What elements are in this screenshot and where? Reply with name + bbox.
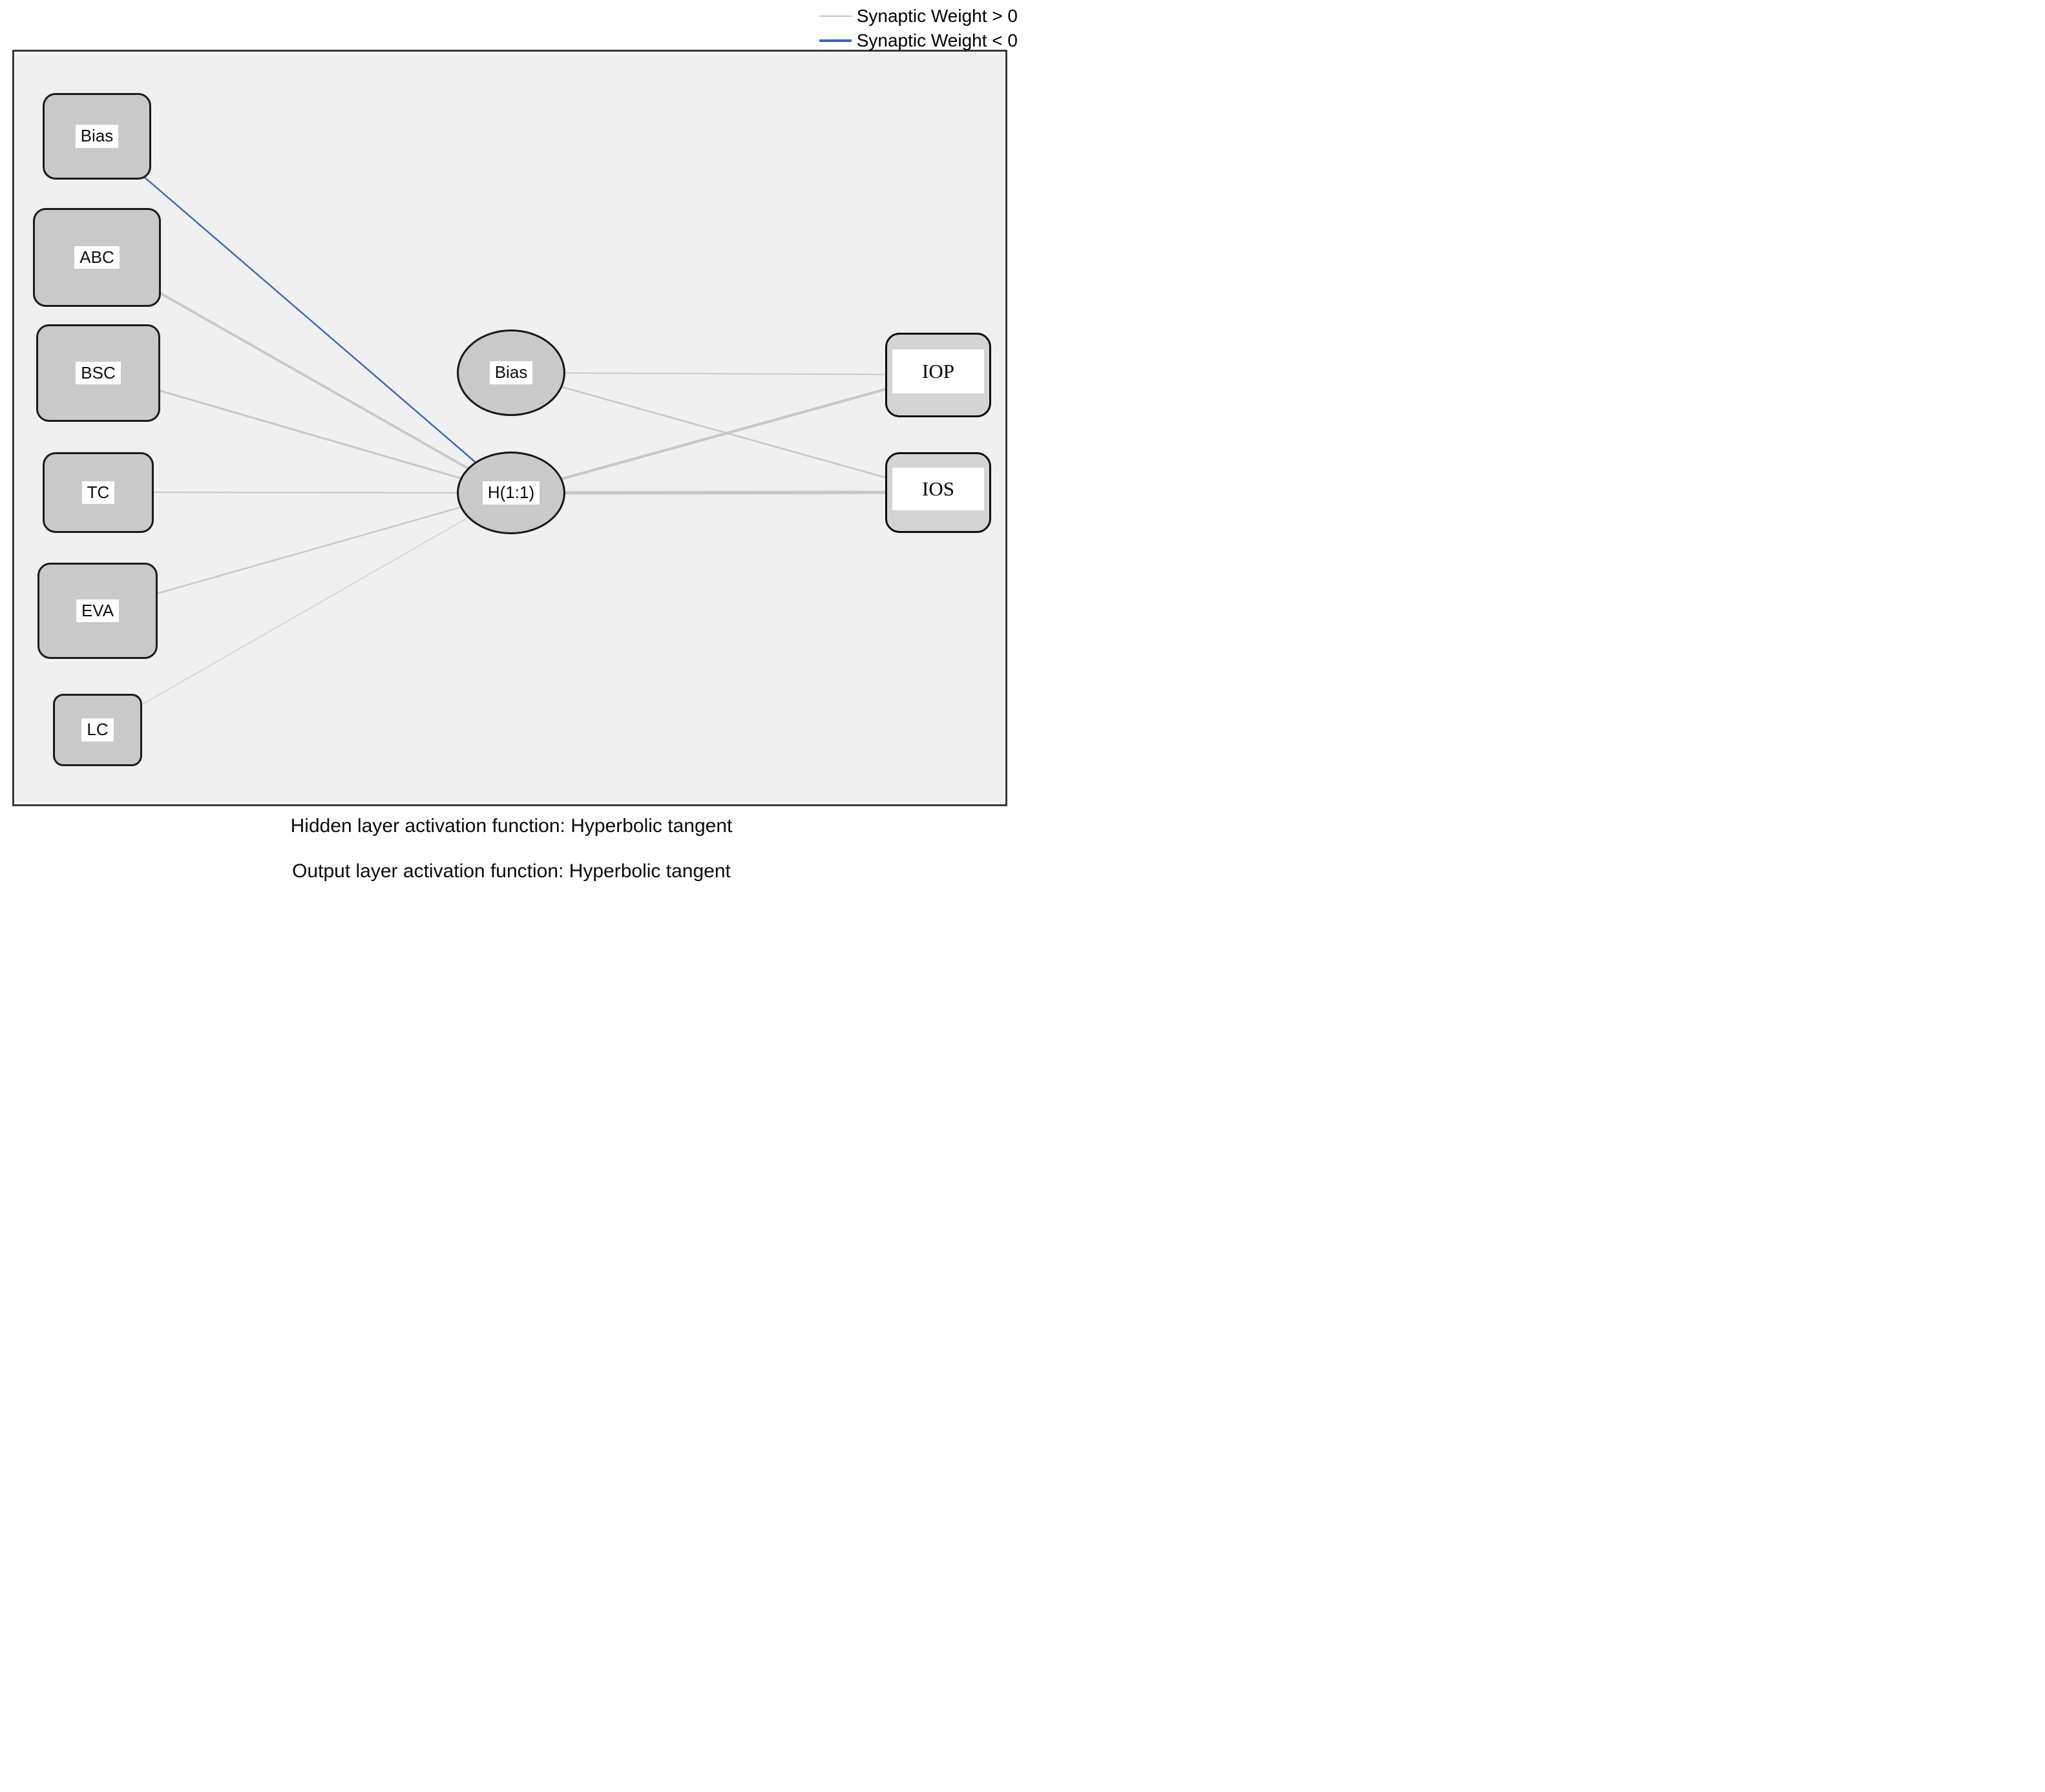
- edge-h_h11-out_iop: [510, 373, 939, 495]
- output-label-band: IOP: [892, 349, 985, 394]
- node-label-ios: IOS: [922, 477, 954, 501]
- input-node-lc: LC: [53, 694, 142, 766]
- diagram-frame: Bias ABC BSC TC EVA LC Bias H(1:1) IOP: [12, 50, 1007, 806]
- hidden-node-bias: Bias: [457, 329, 565, 416]
- edge-in_abc-h_h11: [96, 256, 512, 494]
- node-label-hidden-bias: Bias: [489, 361, 533, 384]
- output-label-band: IOS: [892, 468, 985, 510]
- input-node-tc: TC: [43, 452, 154, 533]
- legend-item-negative-weight: Synaptic Weight < 0: [819, 30, 1018, 52]
- activation-function-notes: Hidden layer activation function: Hyperb…: [0, 815, 1023, 882]
- hidden-activation-note: Hidden layer activation function: Hyperb…: [290, 815, 733, 837]
- edge-in_eva-h_h11: [97, 492, 512, 612]
- output-node-ios: IOS: [885, 452, 991, 533]
- neural-network-diagram: Synaptic Weight > 0 Synaptic Weight < 0 …: [0, 0, 1023, 896]
- legend-item-positive-weight: Synaptic Weight > 0: [819, 5, 1018, 27]
- input-node-bias: Bias: [43, 93, 151, 180]
- input-node-bsc: BSC: [36, 324, 160, 422]
- legend-label-negative: Synaptic Weight < 0: [856, 30, 1018, 50]
- node-label-tc: TC: [81, 481, 115, 505]
- hidden-node-h11: H(1:1): [457, 452, 565, 534]
- edge-in_bias-h_h11: [96, 136, 512, 494]
- output-activation-note: Output layer activation function: Hyperb…: [292, 860, 731, 882]
- synaptic-weight-edges: [96, 136, 939, 731]
- legend: Synaptic Weight > 0 Synaptic Weight < 0: [819, 5, 1018, 52]
- node-label-iop: IOP: [922, 359, 954, 382]
- node-label-h11: H(1:1): [482, 481, 540, 505]
- input-node-eva: EVA: [37, 563, 158, 659]
- input-node-abc: ABC: [33, 208, 161, 307]
- node-label-bsc: BSC: [76, 361, 121, 385]
- node-label-lc: LC: [81, 718, 114, 742]
- node-label-eva: EVA: [76, 599, 120, 623]
- edge-h_h11-out_ios: [510, 490, 939, 495]
- edge-in_tc-h_h11: [98, 492, 512, 494]
- positive-weight-line-swatch: [819, 16, 852, 17]
- edge-h_bias-out_iop: [510, 372, 939, 375]
- negative-weight-line-swatch: [819, 39, 852, 42]
- node-label-abc: ABC: [74, 245, 120, 269]
- edge-in_bsc-h_h11: [98, 371, 512, 494]
- legend-label-positive: Synaptic Weight > 0: [856, 6, 1018, 26]
- output-node-iop: IOP: [885, 333, 991, 417]
- edge-in_lc-h_h11: [97, 492, 512, 731]
- node-label-bias: Bias: [75, 125, 119, 148]
